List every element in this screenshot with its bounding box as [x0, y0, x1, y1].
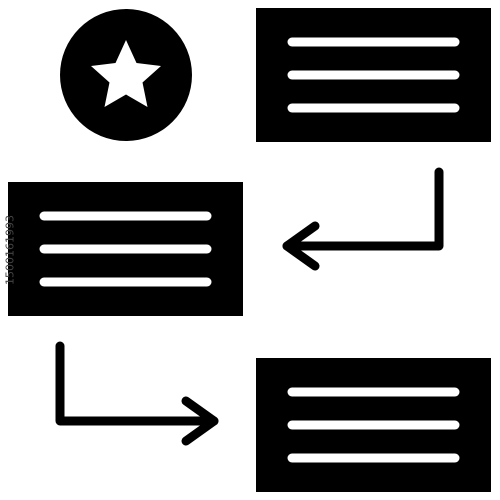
turn-arrow-right-icon: [55, 341, 219, 446]
stock-id-watermark: 1500161993: [3, 215, 17, 285]
text-lines-icon: [287, 387, 460, 463]
star-icon: [91, 40, 161, 107]
return-arrow-left-icon: [282, 167, 444, 271]
text-lines-icon: [287, 37, 460, 113]
text-card-middle-left: [8, 182, 243, 316]
text-lines-icon: [39, 211, 212, 287]
text-card-bottom-right: [256, 358, 491, 492]
star-badge-icon: [60, 9, 192, 141]
text-card-top-right: [256, 8, 491, 142]
